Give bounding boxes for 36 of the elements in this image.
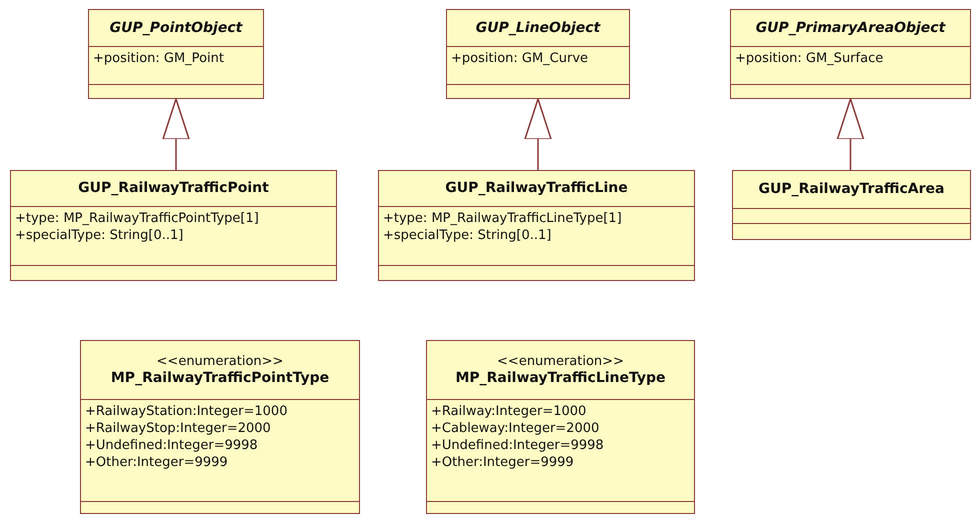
enum-literal: +Cableway:Integer=2000 <box>431 420 600 437</box>
attribute-text: +specialType: String[0..1] <box>15 227 184 244</box>
class-name: GUP_RailwayTrafficPoint <box>78 180 269 197</box>
attribute-text: +type: MP_RailwayTrafficPointType[1] <box>15 210 260 227</box>
class-name: GUP_RailwayTrafficLine <box>445 180 628 197</box>
generalization-arrow <box>836 98 864 170</box>
enum-literal: +Other:Integer=9999 <box>85 454 229 471</box>
enum-literal: +Railway:Integer=1000 <box>431 403 588 420</box>
enum-literal: +Undefined:Integer=9998 <box>85 437 259 454</box>
uml-class-box <box>426 340 695 514</box>
attribute-text: +position: GM_Point <box>93 50 225 67</box>
uml-class-box <box>378 170 695 281</box>
attribute-text: +specialType: String[0..1] <box>383 227 552 244</box>
class-name: GUP_PrimaryAreaObject <box>756 20 946 36</box>
generalization-arrow <box>524 98 552 170</box>
uml-class-box <box>446 9 630 99</box>
attribute-text: +type: MP_RailwayTrafficLineType[1] <box>383 210 623 227</box>
class-name: GUP_RailwayTrafficArea <box>758 181 944 198</box>
uml-class-box <box>732 170 971 240</box>
attribute-text: +position: GM_Surface <box>735 50 884 67</box>
uml-class-box <box>88 9 264 99</box>
class-name: MP_RailwayTrafficLineType <box>455 370 666 387</box>
stereotype-label: <<enumeration>> <box>156 353 284 370</box>
class-name: MP_RailwayTrafficPointType <box>110 370 330 387</box>
enum-literal: +Undefined:Integer=9998 <box>431 437 605 454</box>
enum-literal: +RailwayStation:Integer=1000 <box>85 403 288 420</box>
attribute-text: +position: GM_Curve <box>451 50 590 67</box>
class-name: GUP_LineObject <box>476 20 600 36</box>
generalization-arrow <box>162 98 190 170</box>
class-name: GUP_PointObject <box>110 20 242 36</box>
enum-literal: +RailwayStop:Integer=2000 <box>85 420 272 437</box>
stereotype-label: <<enumeration>> <box>497 353 624 370</box>
uml-class-box <box>10 170 337 281</box>
enum-literal: +Other:Integer=9999 <box>431 454 575 471</box>
uml-class-box <box>80 340 360 514</box>
uml-class-box <box>730 9 971 99</box>
